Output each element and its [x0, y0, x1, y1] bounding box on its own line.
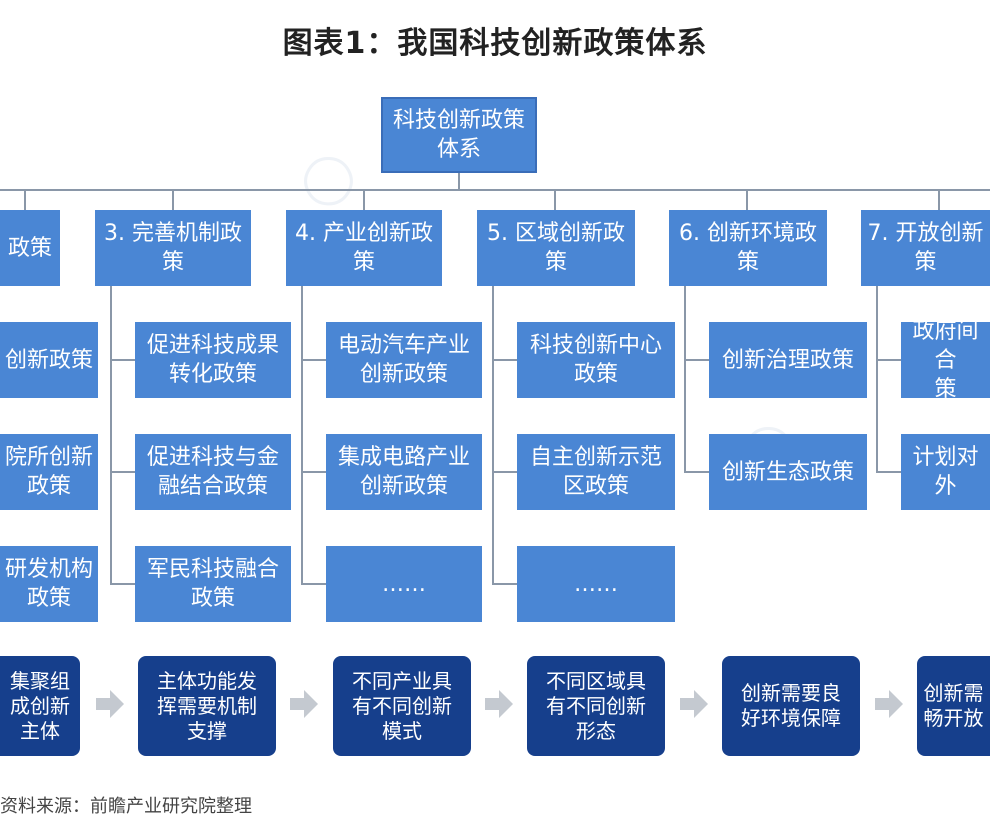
policy-box: 自主创新示范 区政策: [517, 434, 675, 510]
connector: [110, 471, 135, 473]
policy-box: 军民科技融合 政策: [135, 546, 291, 622]
arrow-right-icon: [290, 690, 318, 718]
policy-box: 政府间合 策: [901, 319, 990, 402]
watermark: ◯: [289, 140, 364, 216]
connector: [301, 471, 326, 473]
policy-box: 电动汽车产业 创新政策: [326, 322, 482, 398]
rationale-box: 创新需要良 好环境保障: [722, 656, 860, 756]
connector: [458, 173, 460, 190]
arrow-right-icon: [485, 690, 513, 718]
connector: [301, 583, 326, 585]
connector: [492, 471, 517, 473]
rationale-box: 不同区域具 有不同创新 形态: [527, 656, 665, 756]
rationale-box: 创新需 畅开放: [917, 656, 990, 756]
connector: [24, 189, 26, 210]
policy-box: 创新治理政策: [709, 322, 867, 398]
connector: [363, 189, 365, 210]
arrow-right-icon: [96, 690, 124, 718]
chart-title: 图表1：我国科技创新政策体系: [282, 26, 708, 61]
policy-box: 科技创新中心 政策: [517, 322, 675, 398]
connector: [110, 359, 135, 361]
rationale-box: 集聚组 成创新 主体: [0, 656, 80, 756]
policy-box: 集成电路产业 创新政策: [326, 434, 482, 510]
category-box: 7. 开放创新 策: [861, 210, 990, 286]
policy-box: 创新生态政策: [709, 434, 867, 510]
policy-box: 研发机构 政策: [0, 546, 98, 622]
policy-box: 促进科技与金 融结合政策: [135, 434, 291, 510]
connector: [0, 189, 990, 191]
policy-box: ……: [326, 546, 482, 622]
connector: [492, 286, 494, 583]
rationale-box: 不同产业具 有不同创新 模式: [333, 656, 471, 756]
connector: [684, 471, 709, 473]
connector: [554, 189, 556, 210]
connector: [938, 189, 940, 210]
connector: [492, 583, 517, 585]
arrow-right-icon: [680, 690, 708, 718]
connector: [876, 471, 901, 473]
connector: [110, 583, 135, 585]
root-node: 科技创新政策 体系: [381, 97, 537, 173]
policy-box: 院所创新 政策: [0, 434, 98, 510]
rationale-box: 主体功能发 挥需要机制 支撑: [138, 656, 276, 756]
category-box: 3. 完善机制政 策: [95, 210, 251, 286]
arrow-right-icon: [875, 690, 903, 718]
category-box: 6. 创新环境政 策: [669, 210, 827, 286]
policy-box: ……: [517, 546, 675, 622]
connector: [876, 286, 878, 471]
connector: [301, 359, 326, 361]
connector: [684, 359, 709, 361]
connector: [684, 286, 686, 471]
category-box: 4. 产业创新政 策: [286, 210, 442, 286]
connector: [110, 286, 112, 583]
connector: [746, 189, 748, 210]
source-note: 资料来源：前瞻产业研究院整理: [0, 796, 252, 817]
connector: [492, 359, 517, 361]
policy-box: 计划对外: [901, 434, 990, 510]
policy-box: 促进科技成果 转化政策: [135, 322, 291, 398]
connector: [172, 189, 174, 210]
category-box: 5. 区域创新政 策: [477, 210, 635, 286]
category-box: 政策: [0, 210, 60, 286]
policy-box: 创新政策: [0, 322, 98, 398]
connector: [876, 359, 901, 361]
connector: [301, 286, 303, 583]
